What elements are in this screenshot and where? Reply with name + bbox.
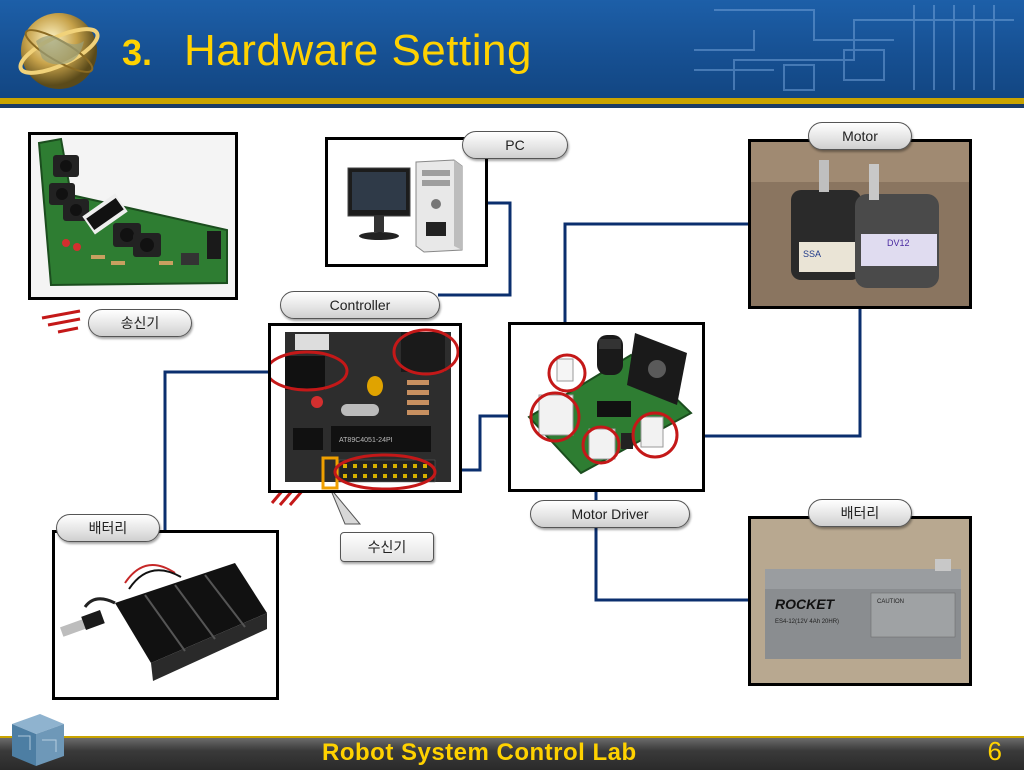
controller-chip-text: AT89C4051-24PI	[339, 437, 393, 444]
slide-header	[0, 0, 1024, 98]
wire-driver-motor-right	[680, 306, 862, 438]
driver-input-connector-highlight	[529, 391, 581, 443]
pc-image	[328, 140, 485, 264]
wire-pc-controller	[438, 201, 512, 297]
slide-number-prefix: 3.	[122, 32, 153, 73]
battery-spec-text: ES4-12(12V 4Ah 20HR)	[775, 619, 839, 625]
controller-photo: AT89C4051-24PI	[268, 323, 462, 493]
receiver-connector-highlight	[321, 456, 339, 490]
cube-logo-icon	[12, 714, 64, 766]
receiver-callout-pointer	[329, 487, 362, 525]
transmitter-photo	[28, 132, 238, 300]
power-jack-highlight	[271, 350, 349, 392]
motor-image: SSA DV12	[751, 142, 969, 306]
slide-footer	[0, 736, 1024, 770]
motor-driver-board-image	[511, 325, 702, 489]
header-dark-stripe	[0, 104, 1024, 108]
battery-holder-photo	[52, 530, 279, 700]
motor-label: Motor	[808, 122, 912, 150]
driver-motor-connector-highlight	[631, 411, 679, 459]
motor-label-text-2: DV12	[887, 238, 910, 248]
battery-caution-text: CAUTION	[877, 599, 904, 605]
wire-driver-motor-top	[563, 222, 750, 350]
battery-left-label: 배터리	[56, 514, 160, 542]
circuit-pattern-decoration	[694, 5, 1014, 91]
wire-battery-controller	[163, 370, 268, 532]
receiver-label: 수신기	[340, 532, 434, 562]
battery-holder-image	[55, 533, 276, 697]
controller-label: Controller	[280, 291, 440, 319]
wire-driver-battery	[594, 525, 750, 602]
driver-battery-connector-highlight	[581, 425, 621, 465]
transmitter-board-image	[31, 135, 235, 297]
globe-logo-icon	[18, 13, 100, 89]
motor-driver-photo	[508, 322, 705, 492]
battery-right-label: 배터리	[808, 499, 912, 527]
battery-brand-text: ROCKET	[775, 596, 836, 612]
controller-board-image: AT89C4051-24PI	[271, 326, 459, 490]
pc-connector-highlight	[392, 328, 459, 376]
transmitter-label: 송신기	[88, 309, 192, 337]
driver-power-connector-highlight	[547, 353, 587, 393]
battery-photo: ROCKET ES4-12(12V 4Ah 20HR) CAUTION	[748, 516, 972, 686]
page-number: 6	[987, 736, 1002, 766]
output-header-highlight	[333, 453, 437, 490]
motor-label-text-1: SSA	[803, 249, 821, 259]
lead-acid-battery-image: ROCKET ES4-12(12V 4Ah 20HR) CAUTION	[751, 519, 969, 683]
footer-lab-name: Robot System Control Lab	[322, 739, 637, 766]
header-gold-stripe	[0, 98, 1024, 104]
pc-label: PC	[462, 131, 568, 159]
pc-photo	[325, 137, 488, 267]
motor-photo: SSA DV12	[748, 139, 972, 309]
slide-title: Hardware Setting	[184, 26, 532, 75]
motor-driver-label: Motor Driver	[530, 500, 690, 528]
transmitter-signal-icon	[41, 309, 81, 334]
